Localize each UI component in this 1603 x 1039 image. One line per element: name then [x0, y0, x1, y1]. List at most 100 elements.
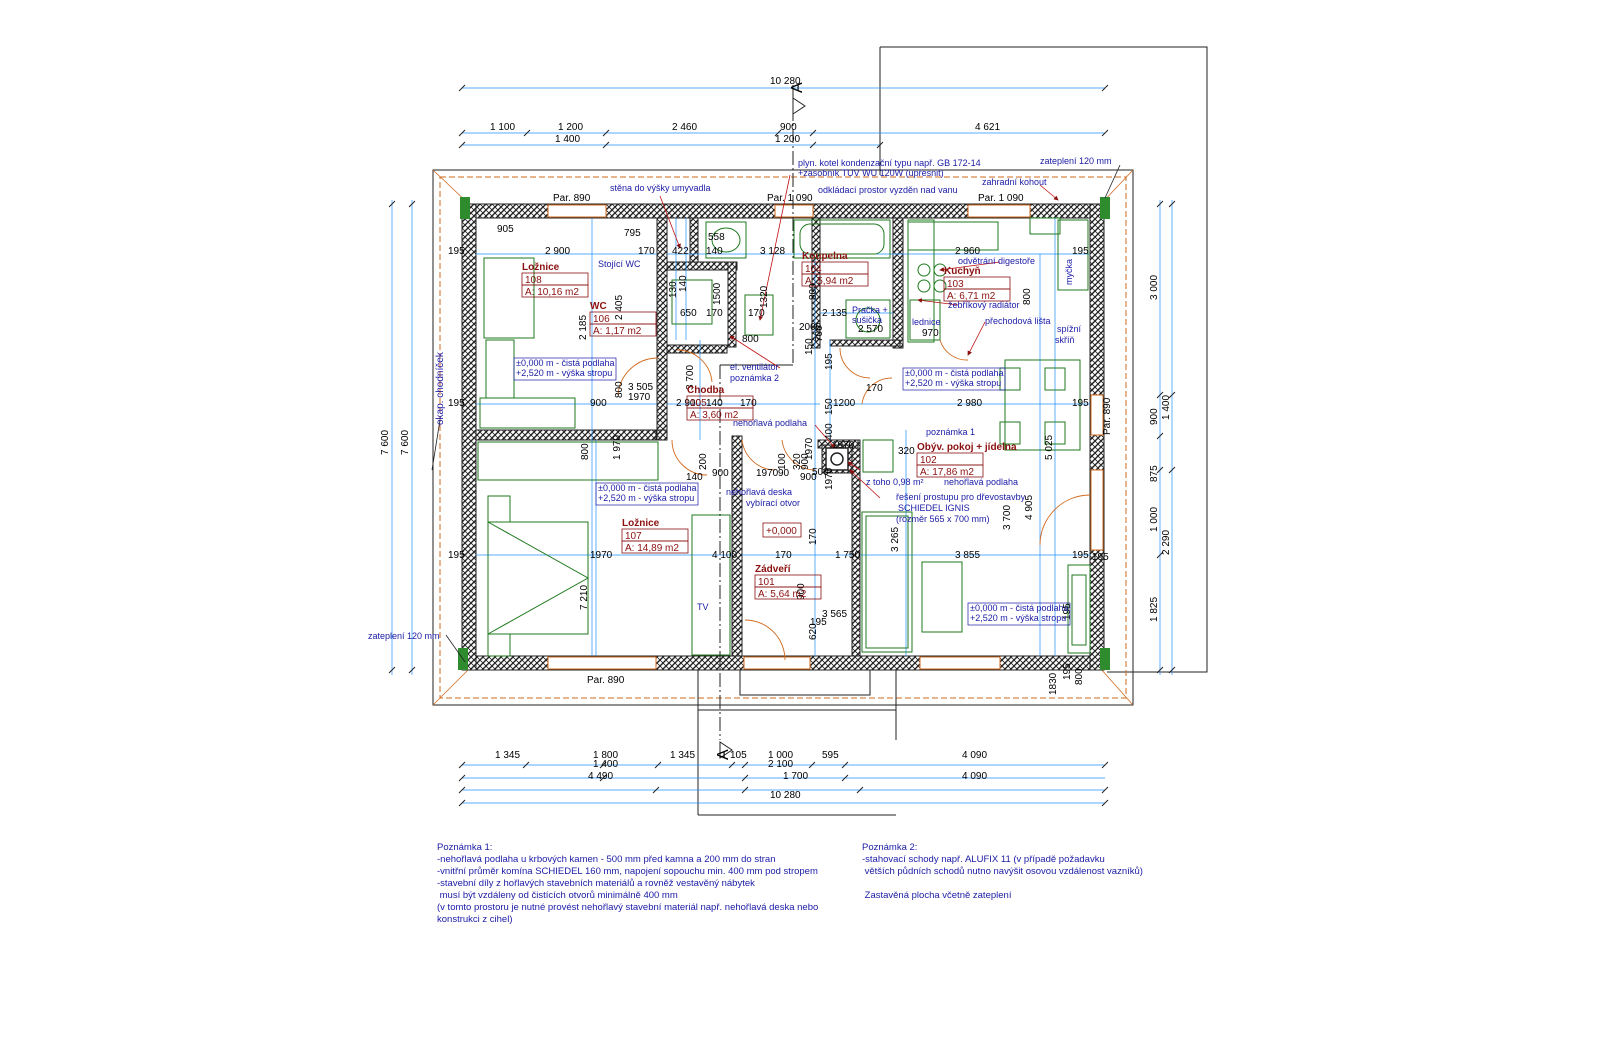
- dim-interior: 905: [497, 224, 514, 235]
- note-kohout: zahradní kohout: [982, 177, 1047, 187]
- level-tag: +0,000: [766, 526, 797, 537]
- dim-interior: 2000: [799, 322, 822, 333]
- entrance-porch: [697, 669, 897, 711]
- door-swings: [617, 339, 1091, 661]
- dim-interior: 1970: [824, 467, 835, 490]
- dim-interior: 3 700: [685, 365, 696, 390]
- furniture: [477, 217, 1091, 657]
- dim-interior: 195: [810, 617, 827, 628]
- dim-interior: 1970: [756, 468, 779, 479]
- dimension-tick: [458, 761, 466, 769]
- dim-interior: 2 185: [578, 315, 589, 340]
- dim-interior: 3 265: [890, 527, 901, 552]
- note-nehorlava-2: nehořlavá podlaha: [944, 477, 1018, 487]
- dimension-tick: [876, 141, 884, 149]
- room-area: A: 6,71 m2: [947, 291, 996, 302]
- tv-label: TV: [697, 602, 709, 612]
- floor-label-box: [595, 482, 699, 506]
- room-area: A: 17,86 m2: [920, 467, 974, 478]
- room-area-box: [686, 407, 754, 421]
- note-pracka: Pračka +: [852, 305, 888, 315]
- room-number: 104: [805, 264, 822, 275]
- dim-interior: 195: [448, 550, 465, 561]
- dim-interior: 195: [1062, 603, 1073, 620]
- dim-interior: 800: [580, 443, 591, 460]
- dim-interior: 5 025: [1044, 435, 1055, 460]
- dim-interior: 900: [796, 583, 807, 600]
- dim-interior: 800: [1074, 668, 1085, 685]
- dimension-tick: [809, 141, 817, 149]
- room-name: WC: [590, 301, 607, 312]
- dim-interior: 3 700: [1002, 505, 1013, 530]
- dim-interior: 200: [698, 453, 709, 470]
- floor-level-label: ±0,000 m - čistá podlaha: [598, 483, 697, 493]
- room-area-box: [943, 288, 1011, 302]
- dim-bottom-row2: 1 400: [593, 759, 618, 770]
- dimension-tick: [522, 761, 530, 769]
- room-name: Obýv. pokoj + jídelna: [917, 442, 1017, 453]
- room-area: A: 1,17 m2: [593, 326, 642, 337]
- dim-interior: 170: [866, 383, 883, 394]
- dimension-tick: [728, 761, 736, 769]
- dimension-tick: [458, 774, 466, 782]
- dim-interior: 1200: [833, 398, 856, 409]
- dim-interior: 620: [808, 623, 819, 640]
- dim-top-total: 10 280: [770, 76, 801, 87]
- dim-interior: 558: [708, 232, 725, 243]
- note-kotel-1: plyn. kotel kondenzační typu např. GB 17…: [798, 158, 981, 168]
- dim-interior: 500: [812, 467, 829, 478]
- dim-interior: 900: [712, 468, 729, 479]
- note-radiator: žebříkový radiátor: [948, 300, 1020, 310]
- dimension-tick: [1101, 129, 1109, 137]
- dimension-tick: [1156, 466, 1164, 474]
- dimension-tick: [741, 774, 749, 782]
- dim-interior: 90: [778, 468, 790, 479]
- room-area-box: [801, 273, 869, 287]
- dimension-tick: [1156, 391, 1164, 399]
- dim-interior: 195: [824, 353, 835, 370]
- dim-bottom-row3: 4 490: [588, 771, 613, 782]
- dim-interior: 170: [740, 398, 757, 409]
- room-number: 102: [920, 455, 937, 466]
- dim-interior: 900: [800, 453, 811, 470]
- dim-interior: 800: [1022, 288, 1033, 305]
- dimension-tick: [1156, 666, 1164, 674]
- room-number: 108: [525, 275, 542, 286]
- dimension-tick: [856, 786, 864, 794]
- note-reseni-3: (rozměr 565 x 700 mm): [896, 514, 990, 524]
- dim-bottom-row3: 4 090: [962, 771, 987, 782]
- dim-interior: 2 135: [822, 308, 847, 319]
- dim-interior: 2 960: [955, 246, 980, 257]
- note-zatepleni-bl: zateplení 120 mm: [368, 631, 440, 641]
- dimension-tick: [458, 129, 466, 137]
- dim-right-b: 1 400: [1161, 395, 1172, 420]
- dimension-tick: [1168, 466, 1176, 474]
- par-1090-b: Par. 1 090: [978, 193, 1024, 204]
- room-area-box: [521, 284, 589, 298]
- dimension-tick: [1101, 84, 1109, 92]
- dim-interior: 422: [672, 246, 689, 257]
- par-890-bottom: Par. 890: [587, 675, 625, 686]
- dimension-tick: [652, 786, 660, 794]
- note-stena: stěna do výšky umyvadla: [610, 183, 711, 193]
- dim-bottom-row1: 1 345: [495, 750, 520, 761]
- note-chodnicek: okap. chodníček: [435, 351, 446, 425]
- dim-right-a: 1 825: [1149, 597, 1160, 622]
- dim-interior: 3 128: [760, 246, 785, 257]
- room-area-box: [589, 323, 657, 337]
- ceiling-height-label: +2,520 m - výška stropu: [905, 378, 1001, 388]
- dim-interior: 2 570: [858, 324, 883, 335]
- room-area: A: 14,89 m2: [625, 543, 679, 554]
- dim-bottom-row1: 1 000: [768, 750, 793, 761]
- dimension-tick: [408, 200, 416, 208]
- dim-interior: 195: [448, 398, 465, 409]
- dim-interior: 140: [678, 275, 689, 292]
- room-area: A: 3,60 m2: [690, 410, 739, 421]
- dim-interior: 170: [808, 528, 819, 545]
- room-name: Koupelna: [802, 251, 848, 262]
- note-reseni-1: řešení prostupu pro dřevostavby: [896, 492, 1026, 502]
- dim-interior: 1 970: [612, 435, 623, 460]
- dim-interior: 320: [898, 446, 915, 457]
- dim-interior: 195: [1062, 663, 1073, 680]
- dimension-tick: [1168, 391, 1176, 399]
